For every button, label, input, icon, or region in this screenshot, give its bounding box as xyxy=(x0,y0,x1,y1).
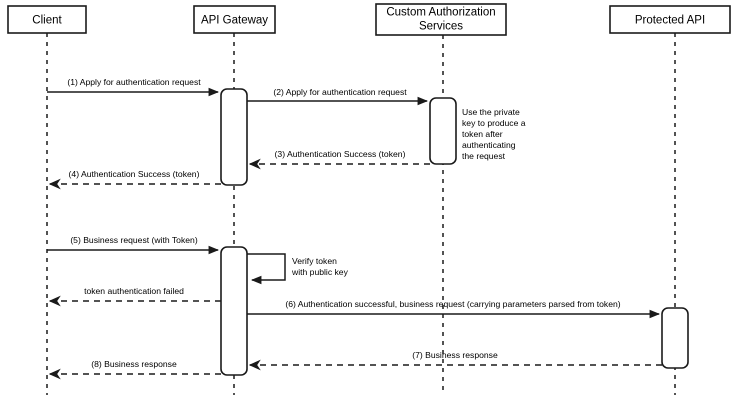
participant-head-client: Client xyxy=(7,5,87,34)
message-4-authentication-success-token: (4) Authentication Success (token) xyxy=(48,169,221,190)
message-1-apply-for-authentication-request: (1) Apply for authentication request xyxy=(47,77,220,97)
message-7-business-response: (7) Business response xyxy=(248,350,662,371)
message-self-verify-token-label-line1: Verify token xyxy=(292,256,337,266)
activation-protected-api xyxy=(661,307,689,369)
message-3-authentication-success-token: (3) Authentication Success (token) xyxy=(248,149,430,170)
note-private-key-line-5: the request xyxy=(462,151,506,161)
participant-label-custom-authorization-services-line1: Custom Authorization xyxy=(386,7,495,19)
note-private-key-line-4: authenticating xyxy=(462,140,516,150)
participant-head-protected-api: Protected API xyxy=(609,5,731,34)
activation-api-gateway-business xyxy=(220,246,248,376)
message-3-label: (3) Authentication Success (token) xyxy=(275,149,406,159)
participant-label-custom-authorization-services-line2: Services xyxy=(419,21,463,33)
activation-custom-authorization-services xyxy=(429,97,457,165)
note-private-key-line-3: token after xyxy=(462,129,503,139)
participant-label-api-gateway: API Gateway xyxy=(201,15,268,27)
message-token-authentication-failed: token authentication failed xyxy=(48,286,221,307)
message-6-label: (6) Authentication successful, business … xyxy=(285,299,620,309)
message-4-label: (4) Authentication Success (token) xyxy=(69,169,200,179)
activation-api-gateway-auth xyxy=(220,88,248,186)
message-5-business-request-with-token: (5) Business request (with Token) xyxy=(47,235,220,255)
participant-label-client: Client xyxy=(32,15,62,27)
message-2-label: (2) Apply for authentication request xyxy=(273,87,407,97)
message-8-label: (8) Business response xyxy=(91,359,177,369)
message-5-label: (5) Business request (with Token) xyxy=(70,235,198,245)
message-7-label: (7) Business response xyxy=(412,350,498,360)
message-6-authentication-successful-business-request: (6) Authentication successful, business … xyxy=(247,299,661,319)
message-1-label: (1) Apply for authentication request xyxy=(67,77,201,87)
note-private-key: Use the private key to produce a token a… xyxy=(462,107,526,161)
message-token-authentication-failed-label: token authentication failed xyxy=(84,286,184,296)
note-private-key-line-2: key to produce a xyxy=(462,118,526,128)
message-8-business-response: (8) Business response xyxy=(48,359,221,380)
message-self-verify-token-label-line2: with public key xyxy=(291,267,349,277)
participant-head-api-gateway: API Gateway xyxy=(193,5,276,34)
participant-head-custom-authorization-services: Custom Authorization Services xyxy=(375,3,507,36)
message-2-apply-for-authentication-request: (2) Apply for authentication request xyxy=(247,87,429,106)
participant-label-protected-api: Protected API xyxy=(635,15,705,27)
note-private-key-line-1: Use the private xyxy=(462,107,520,117)
message-self-verify-token: Verify token with public key xyxy=(247,253,349,285)
message-self-verify-token-arrow xyxy=(247,253,286,285)
